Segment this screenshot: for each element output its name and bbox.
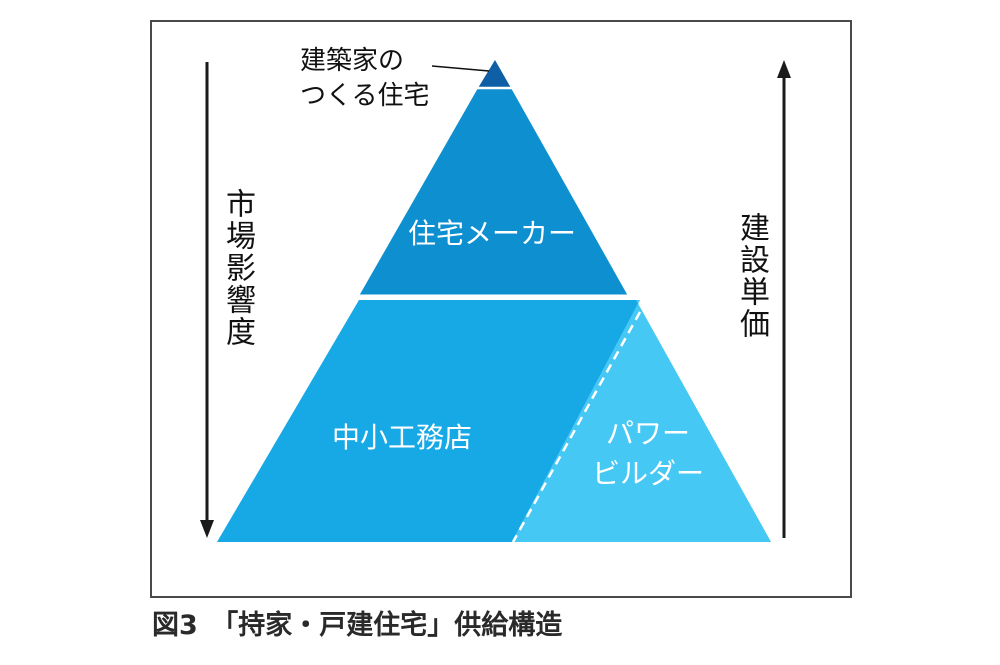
leader-line xyxy=(431,65,490,72)
figure-caption: 図3 「持家・戸建住宅」供給構造 xyxy=(152,610,563,641)
diagram-frame xyxy=(150,20,852,598)
divider-dashed xyxy=(511,311,642,543)
tier-architect xyxy=(478,60,511,88)
architect-house-label: 建築家の つくる住宅 xyxy=(300,44,429,114)
power-builder-label-line2: ビルダー xyxy=(592,457,705,490)
construction-cost-label: 建設単価 xyxy=(734,212,769,340)
tier-power-builder-fill xyxy=(512,300,771,542)
tier-house-maker xyxy=(359,88,628,296)
market-influence-label: 市場影響度 xyxy=(220,188,255,348)
right-arrow-head xyxy=(777,60,791,78)
left-arrow-head xyxy=(200,520,214,538)
power-builder-label-line1: パワー xyxy=(606,417,691,450)
architect-house-label-line2: つくる住宅 xyxy=(300,81,430,112)
architect-house-label-line1: 建築家の xyxy=(300,46,405,76)
tier-koumuten xyxy=(217,300,640,542)
house-maker-label: 住宅メーカー xyxy=(408,217,577,250)
koumuten-label: 中小工務店 xyxy=(332,421,473,454)
